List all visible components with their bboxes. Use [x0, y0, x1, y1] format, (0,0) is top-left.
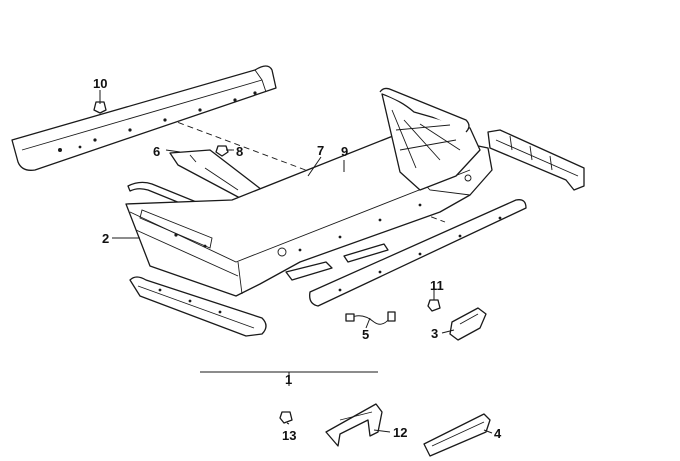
label-11: 11 — [430, 278, 444, 293]
inner-support-structure — [379, 87, 481, 191]
clip-11 — [427, 299, 441, 312]
lower-spoiler-left — [129, 276, 267, 337]
assembly-bracket-line — [200, 371, 378, 386]
leader-lines — [99, 90, 493, 434]
label-1: 1 — [285, 372, 292, 387]
bumper-carrier-beam — [11, 65, 277, 171]
clip-13 — [279, 411, 293, 424]
label-3: 3 — [431, 326, 438, 341]
label-5: 5 — [362, 327, 369, 342]
license-light-3 — [449, 307, 487, 341]
lower-trim-strip — [309, 199, 527, 307]
label-9: 9 — [341, 144, 348, 159]
label-12: 12 — [393, 425, 407, 440]
screw-8 — [215, 145, 234, 157]
label-4: 4 — [494, 426, 502, 441]
label-10: 10 — [93, 76, 107, 91]
label-7: 7 — [317, 143, 324, 158]
license-plate-bracket-12 — [325, 403, 383, 447]
right-side-bracket — [487, 129, 585, 191]
label-13: 13 — [282, 428, 296, 443]
trim-piece-4 — [423, 413, 491, 457]
label-2: 2 — [102, 231, 109, 246]
mounting-bracket-6 — [169, 149, 279, 206]
clip-10 — [93, 101, 107, 114]
label-6: 6 — [153, 144, 160, 159]
label-8: 8 — [236, 144, 243, 159]
wiring-harness-5 — [345, 311, 396, 325]
